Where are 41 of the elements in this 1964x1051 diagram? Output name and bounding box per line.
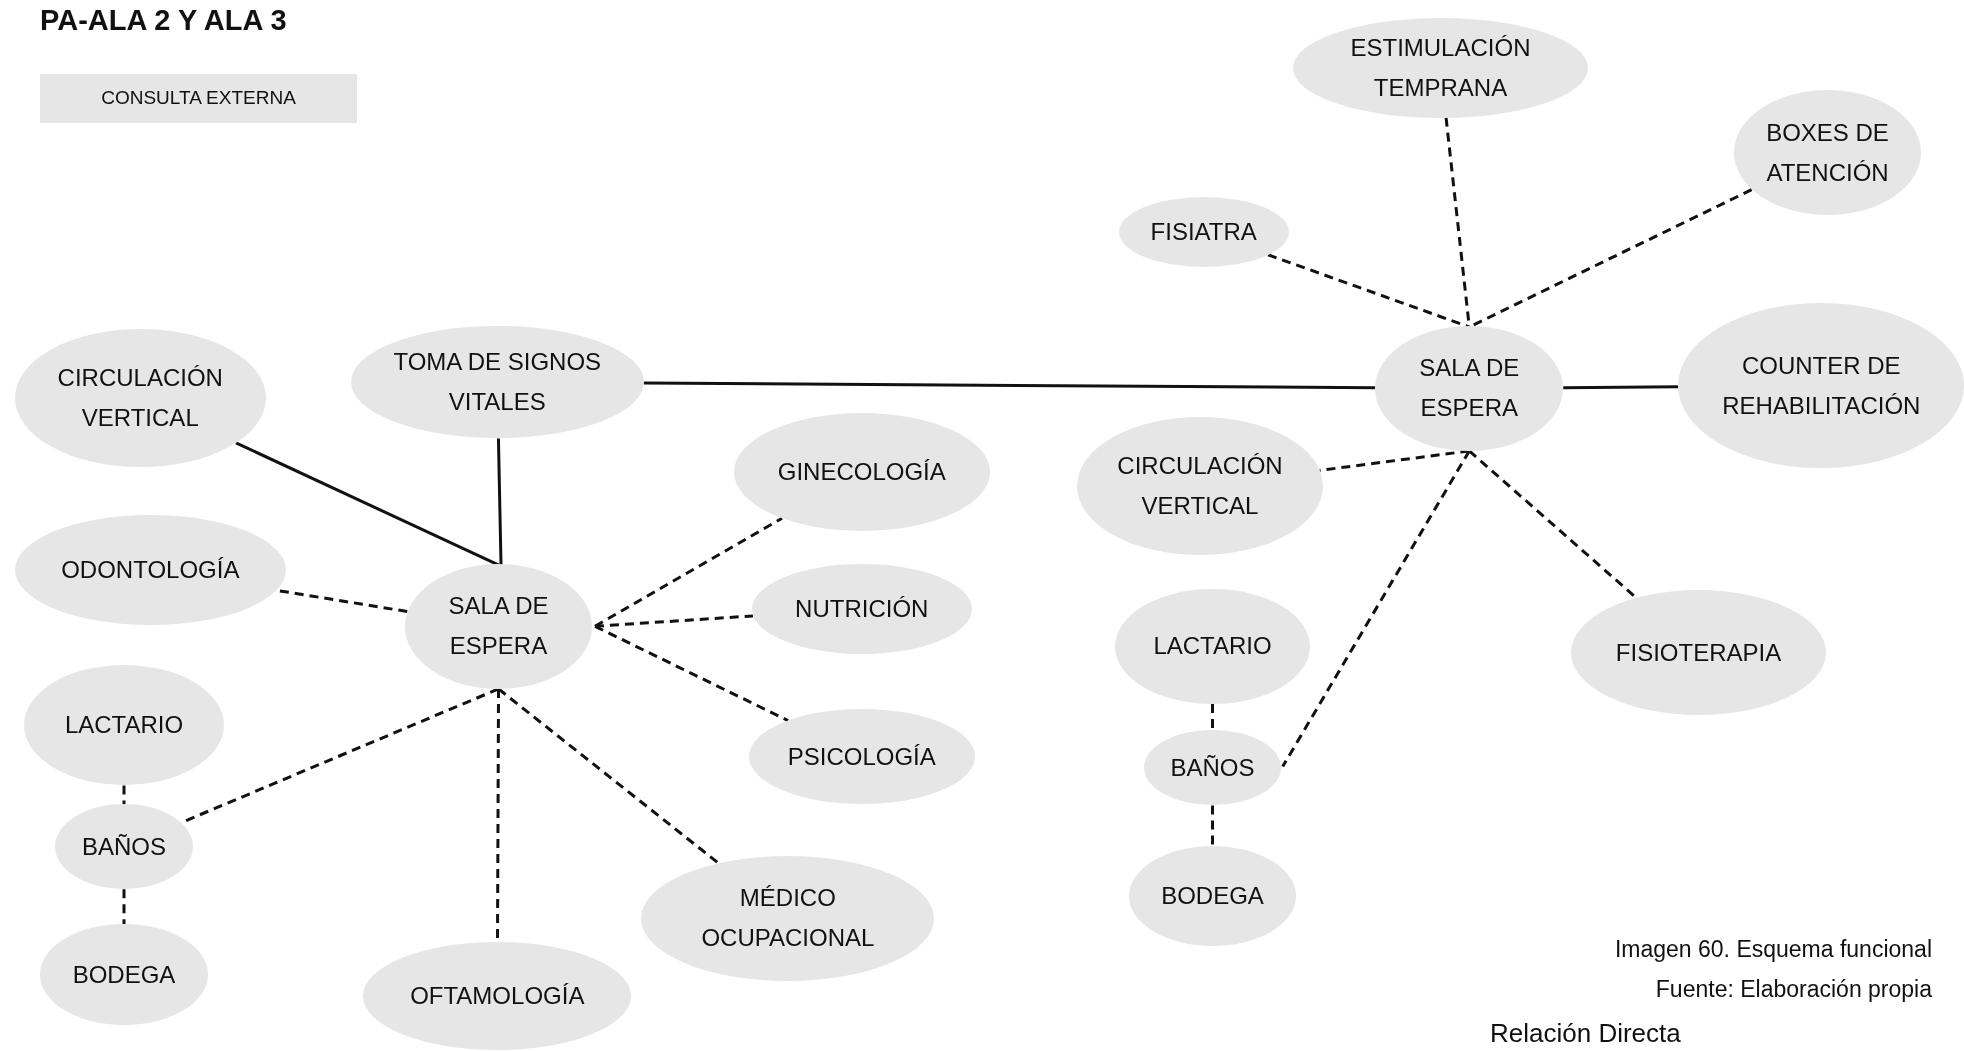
dashed-connector xyxy=(1468,449,1638,599)
connector-line xyxy=(643,381,1376,390)
room-label: MÉDICO OCUPACIONAL xyxy=(700,883,876,954)
room-label: SALA DE ESPERA xyxy=(1418,353,1521,424)
room-label: ESTIMULACIÓN TEMPRANA xyxy=(1349,32,1532,103)
diagram-title: PA-ALA 2 Y ALA 3 xyxy=(40,4,287,37)
room-label: BODEGA xyxy=(72,959,176,990)
room-label: CIRCULACIÓN VERTICAL xyxy=(1116,451,1284,521)
room-label: LACTARIO xyxy=(64,710,184,741)
room-label: BODEGA xyxy=(1161,880,1264,911)
room-label: FISIATRA xyxy=(1150,216,1257,247)
dashed-connector xyxy=(122,889,126,925)
room-label: BAÑOS xyxy=(82,831,166,862)
room-label: BAÑOS xyxy=(1170,752,1255,783)
room-label: OFTAMOLOGÍA xyxy=(410,980,585,1011)
dashed-connector xyxy=(497,687,720,865)
room-label: BOXES DE ATENCIÓN xyxy=(1765,117,1890,188)
room-label: GINECOLOGÍA xyxy=(777,457,946,488)
dashed-connector xyxy=(1211,703,1214,731)
caption-text: Imagen 60. Esquema funcional xyxy=(1614,936,1932,963)
room-label: COUNTER DE REHABILITACIÓN xyxy=(1721,350,1922,421)
dashed-connector xyxy=(1281,450,1471,768)
dashed-connector xyxy=(594,614,754,628)
section-box xyxy=(40,73,357,123)
dashed-connector xyxy=(1211,805,1214,846)
caption-text: Fuente: Elaboración propia xyxy=(1655,976,1932,1003)
dashed-connector xyxy=(594,624,789,722)
dashed-connector xyxy=(1319,449,1470,472)
connector-line xyxy=(1563,385,1679,390)
room-label: SALA DE ESPERA xyxy=(447,591,550,662)
room-label: CONSULTA EXTERNA xyxy=(101,86,296,111)
legend-text: Relación Directa xyxy=(1490,1018,1681,1049)
dashed-connector xyxy=(594,516,783,628)
room-label: PSICOLOGÍA xyxy=(787,741,936,772)
room-label: FISIOTERAPIA xyxy=(1615,637,1782,668)
room-label: TOMA DE SIGNOS VITALES xyxy=(392,347,603,418)
room-label: LACTARIO xyxy=(1153,631,1272,662)
room-label: ODONTOLOGÍA xyxy=(61,554,240,585)
dashed-connector xyxy=(122,785,126,805)
room-label: CIRCULACIÓN VERTICAL xyxy=(56,363,224,434)
room-label: NUTRICIÓN xyxy=(795,593,929,624)
